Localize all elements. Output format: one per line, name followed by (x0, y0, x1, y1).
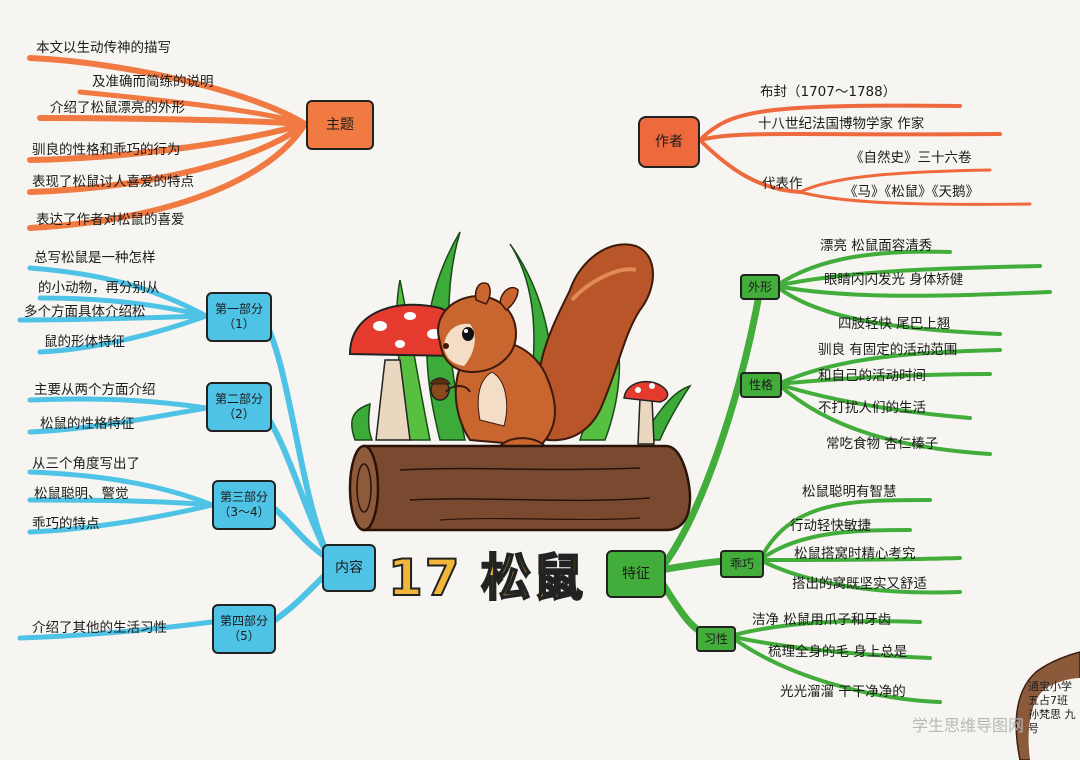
feature-item: 和自己的活动时间 (818, 368, 926, 384)
author-branches (698, 103, 1032, 206)
feature-group-node: 外形 (740, 274, 780, 300)
feature-item: 光光溜溜 干干净净的 (780, 684, 906, 700)
content-item: 松鼠的性格特征 (40, 416, 135, 432)
topic-item: 表达了作者对松鼠的喜爱 (36, 212, 185, 228)
feature-item: 松鼠聪明有智慧 (802, 484, 897, 500)
content-part-label: 第一部分（1） (214, 302, 263, 331)
author-works-label: 代表作 (762, 176, 803, 192)
content-part-label: 第三部分（3～4） (218, 490, 270, 519)
feature-item: 松鼠搭窝时精心考究 (794, 546, 916, 562)
topic-branches (27, 55, 308, 231)
content-part-node: 第四部分（5） (212, 604, 276, 654)
author-node: 作者 (638, 116, 700, 168)
school-note: 通宝小学 五占7班 孙梵思 九号 (1028, 680, 1076, 735)
feature-node: 特征 (606, 550, 666, 598)
feature-group-label: 乖巧 (729, 556, 754, 571)
feature-item: 搭出的窝既坚实又舒适 (792, 576, 927, 592)
feature-group-label: 外形 (747, 279, 772, 294)
feature-item: 梳理全身的毛 身上总是 (768, 644, 908, 660)
content-branches (17, 265, 333, 641)
feature-branches (656, 249, 1052, 704)
content-item: 的小动物，再分别从 (38, 280, 160, 296)
content-item: 鼠的形体特征 (44, 334, 125, 350)
feature-group-label: 习性 (703, 631, 728, 646)
content-item: 从三个角度写出了 (32, 456, 140, 472)
topic-label: 主题 (326, 116, 354, 133)
feature-item: 眼睛闪闪发光 身体矫健 (824, 272, 964, 288)
feature-label: 特征 (622, 565, 650, 582)
content-node: 内容 (322, 544, 376, 592)
feature-item: 常吃食物 杏仁榛子 (826, 436, 939, 452)
content-item: 多个方面具体介绍松 (24, 304, 146, 320)
content-part-label: 第二部分（2） (214, 392, 263, 421)
author-work: 《自然史》三十六卷 (850, 150, 972, 166)
feature-item: 行动轻快敏捷 (790, 518, 871, 534)
feature-item: 不打扰人们的生活 (818, 400, 926, 416)
content-item: 乖巧的特点 (32, 516, 100, 532)
topic-item: 及准确而简练的说明 (92, 74, 214, 90)
feature-group-node: 乖巧 (720, 550, 764, 578)
content-label: 内容 (335, 559, 363, 576)
content-item: 介绍了其他的生活习性 (32, 620, 167, 636)
watermark: 学生思维导图网 (912, 716, 1025, 735)
feature-item: 四肢轻快 尾巴上翘 (838, 316, 951, 332)
central-illustration (348, 231, 692, 532)
topic-node: 主题 (306, 100, 374, 150)
feature-item: 漂亮 松鼠面容清秀 (820, 238, 933, 254)
topic-item: 驯良的性格和乖巧的行为 (32, 142, 181, 158)
feature-item: 驯良 有固定的活动范围 (818, 342, 958, 358)
topic-item: 表现了松鼠讨人喜爱的特点 (32, 174, 194, 190)
feature-group-node: 习性 (696, 626, 736, 652)
feature-item: 洁净 松鼠用爪子和牙齿 (752, 612, 892, 628)
content-part-node: 第三部分（3～4） (212, 480, 276, 530)
content-part-label: 第四部分（5） (219, 614, 268, 643)
topic-item: 本文以生动传神的描写 (36, 40, 171, 56)
author-desc: 十八世纪法国博物学家 作家 (758, 116, 925, 132)
topic-item: 介绍了松鼠漂亮的外形 (50, 100, 185, 116)
content-item: 松鼠聪明、警觉 (34, 486, 129, 502)
author-work: 《马》《松鼠》《天鹅》 (844, 184, 979, 200)
feature-group-label: 性格 (748, 377, 773, 392)
feature-group-node: 性格 (740, 372, 782, 398)
center-title: 17 松鼠 (387, 548, 585, 608)
content-item: 主要从两个方面介绍 (34, 382, 156, 398)
content-part-node: 第一部分（1） (206, 292, 272, 342)
content-part-node: 第二部分（2） (206, 382, 272, 432)
author-label: 作者 (655, 133, 683, 150)
author-name: 布封（1707～1788） (760, 84, 897, 100)
content-item: 总写松鼠是一种怎样 (34, 250, 156, 266)
